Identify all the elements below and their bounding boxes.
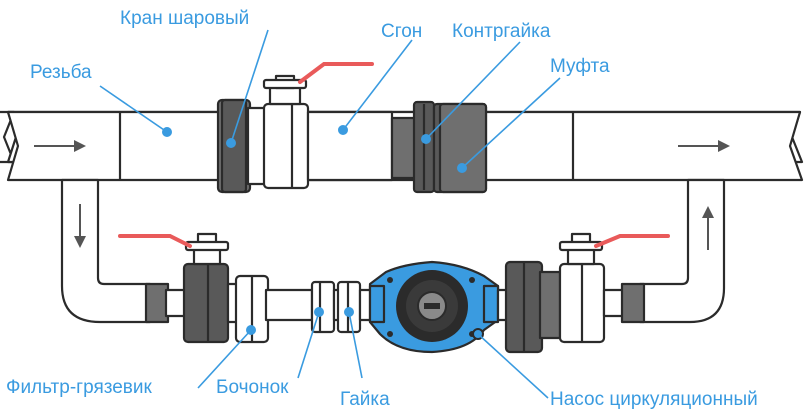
- flow-arrow-right-right: [678, 140, 730, 152]
- bottom-right-valve-handle: [594, 234, 670, 248]
- label-nut: Гайка: [340, 389, 390, 410]
- right-riser-pipe: [638, 178, 726, 324]
- circulation-pump: [368, 260, 500, 354]
- label-coupling: Муфта: [550, 56, 610, 77]
- coupling: [432, 102, 488, 194]
- sgon-segment: [306, 110, 394, 182]
- label-filter: Фильтр-грязевик: [6, 377, 152, 398]
- locknut: [390, 100, 436, 194]
- bottom-right-union: [496, 260, 562, 354]
- top-valve-handle: [298, 62, 374, 84]
- bottom-right-thread: [602, 282, 646, 324]
- bottom-left-thread: [144, 282, 188, 324]
- flow-arrow-up: [702, 206, 714, 250]
- label-crane: Кран шаровый: [120, 8, 249, 29]
- label-pump: Насос циркуляционный: [550, 389, 758, 410]
- label-thread: Резьба: [30, 62, 92, 83]
- filter: [226, 274, 314, 344]
- left-descender-pipe: [60, 178, 152, 324]
- label-sgon: Сгон: [381, 21, 422, 42]
- bottom-left-valve-handle: [118, 234, 192, 248]
- label-barrel: Бочонок: [216, 377, 289, 398]
- nut: [336, 280, 374, 334]
- barrel: [310, 280, 342, 334]
- flow-arrow-right-left: [34, 140, 86, 152]
- flow-arrow-down: [74, 204, 86, 248]
- bottom-left-ball-valve: [118, 232, 230, 344]
- leaders: [99, 29, 561, 399]
- label-locknut: Контргайка: [452, 21, 551, 42]
